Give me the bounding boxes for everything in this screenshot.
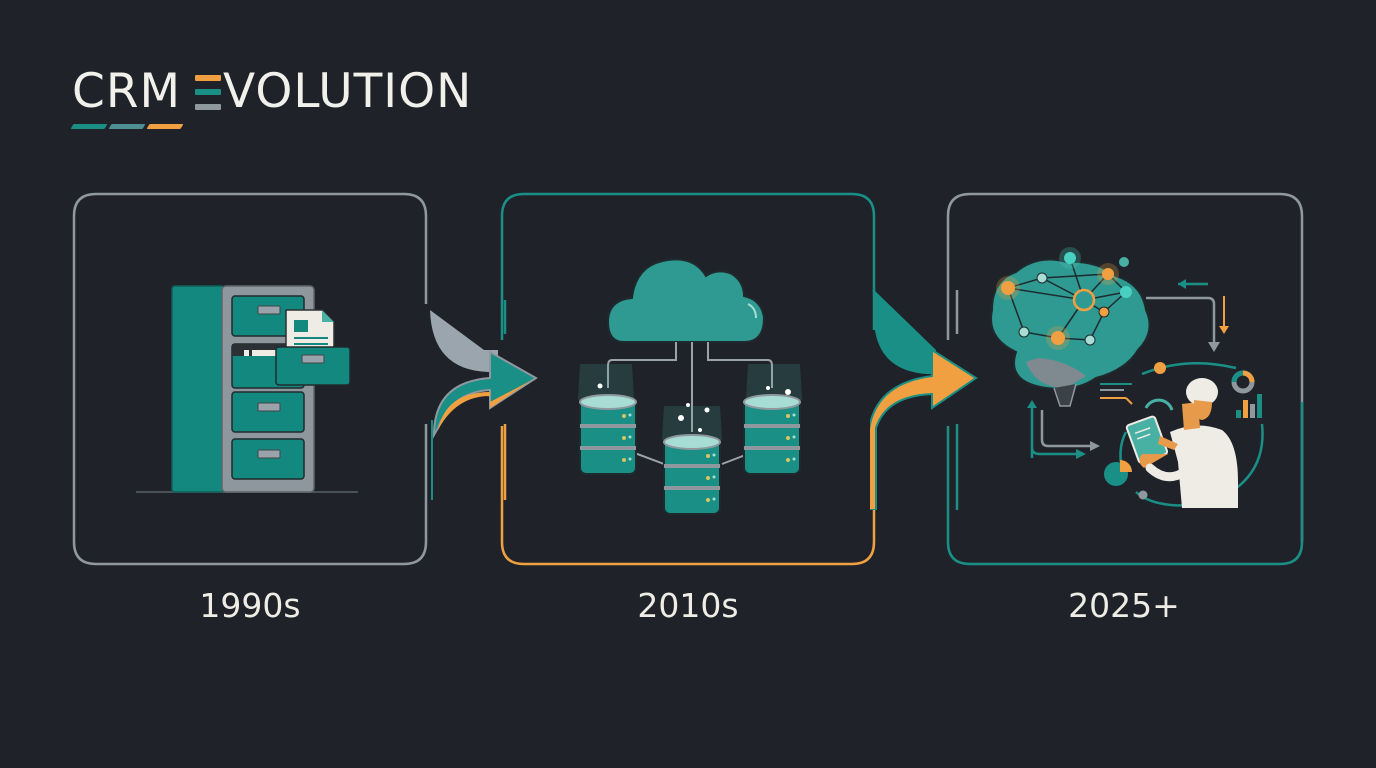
stage-label-2025: 2025+ [1068,586,1180,625]
title-prefix: CRM [72,64,182,119]
stage-panel-1990s [72,192,428,566]
e-bars-icon [195,74,222,110]
stage-label-1990s: 1990s [199,586,301,625]
curved-arrow-right-icon [430,300,538,500]
stage-panel-2010s [500,192,876,566]
ai-brain-person-icon [946,192,1304,566]
curved-arrow-right-icon [870,290,978,510]
title-suffix: VOLUTION [223,64,473,119]
stage-panel-2025 [946,192,1304,566]
filing-cabinet-icon [72,192,428,566]
cloud-database-icon [500,192,876,566]
page-title: CRM VOLUTION [72,66,472,118]
title-underline [70,124,184,129]
stage-label-2010s: 2010s [637,586,739,625]
